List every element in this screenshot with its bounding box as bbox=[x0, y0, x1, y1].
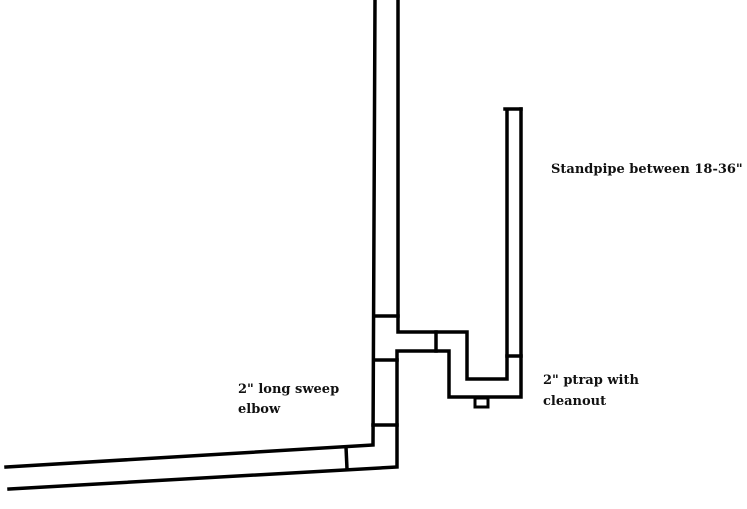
elbow-label-line2: elbow bbox=[238, 402, 281, 417]
pipe-outer-wall bbox=[7, 107, 523, 491]
ptrap-label-line1: 2" ptrap with bbox=[543, 373, 639, 388]
elbow-label-line1: 2" long sweep bbox=[238, 382, 340, 397]
joint-elbow-horizontal bbox=[344, 445, 349, 471]
cleanout-plug bbox=[473, 396, 490, 409]
pipe-inner-wall bbox=[396, 0, 509, 381]
ptrap-label-line2: cleanout bbox=[543, 394, 607, 409]
standpipe-label: Standpipe between 18-36" bbox=[551, 162, 743, 177]
vertical-pipe-left-wall bbox=[4, 0, 377, 469]
